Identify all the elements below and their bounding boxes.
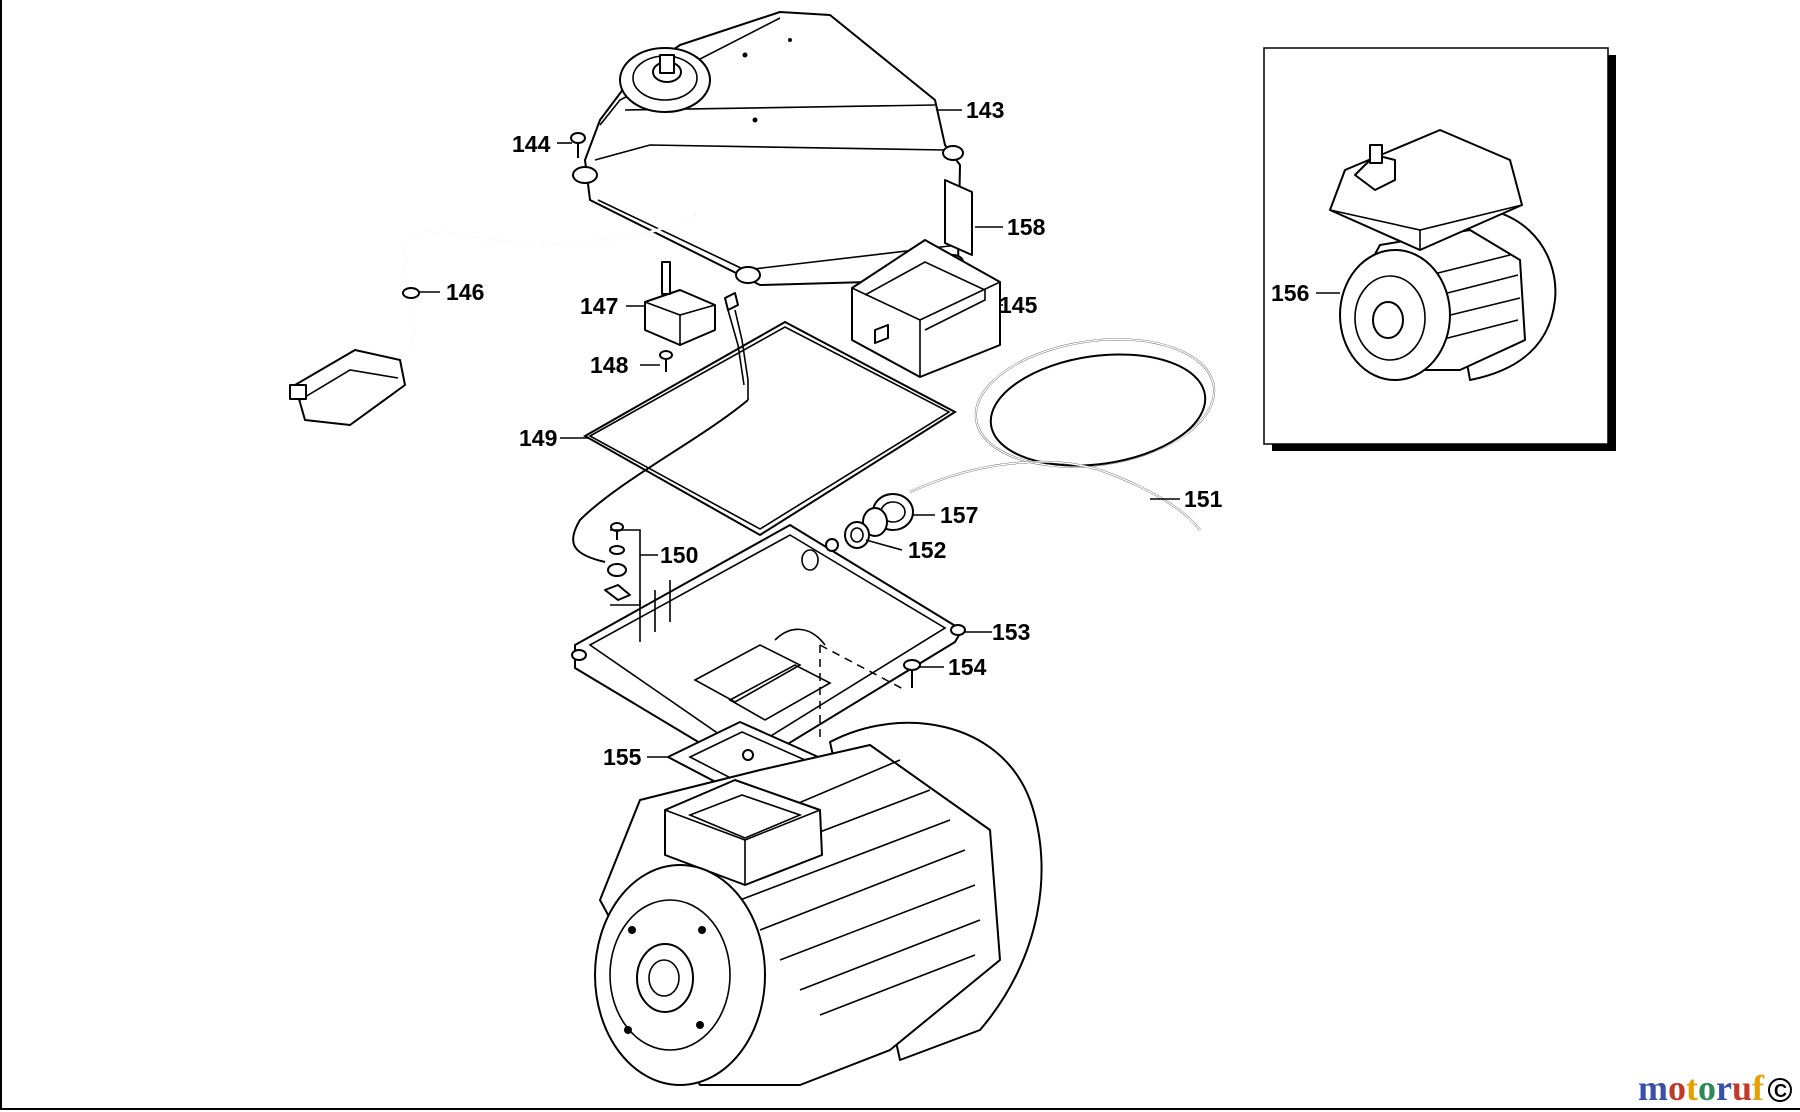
label-145: 145 [999, 292, 1038, 318]
label-146: 146 [446, 279, 484, 305]
label-155: 155 [603, 744, 642, 770]
label-156: 156 [1271, 280, 1309, 306]
part-151-power-cable[interactable] [909, 325, 1222, 531]
part-147-thermostat[interactable] [644, 261, 749, 400]
part-148-screw[interactable] [659, 350, 673, 372]
part-144-screw[interactable] [570, 132, 586, 158]
motor-body [594, 721, 1043, 1086]
part-158-label-plate[interactable] [944, 179, 973, 256]
part-143-terminal-cover[interactable] [572, 11, 964, 286]
part-157-cable-gland[interactable] [862, 493, 914, 537]
label-152: 152 [908, 537, 946, 563]
part-145-capacitor[interactable] [851, 239, 1001, 378]
part-154-screw[interactable] [819, 644, 921, 740]
part-150-earth-kit[interactable] [572, 399, 749, 606]
copyright-c: C [1774, 1081, 1787, 1101]
part-152-seal[interactable] [844, 521, 870, 549]
label-153: 153 [992, 619, 1030, 645]
motoruf-watermark: motoruf C [1638, 1068, 1792, 1108]
part-146-cable-switch[interactable] [289, 213, 696, 426]
label-144: 144 [512, 131, 551, 157]
leader-lines [418, 109, 1340, 758]
label-148: 148 [590, 352, 629, 378]
label-149: 149 [519, 425, 557, 451]
part-156-motor-assembly[interactable] [1329, 129, 1557, 381]
label-150: 150 [660, 542, 698, 568]
label-147: 147 [580, 293, 618, 319]
label-143: 143 [966, 97, 1004, 123]
copyright-icon [1768, 1078, 1792, 1102]
part-149-gasket[interactable] [582, 320, 957, 537]
label-151: 151 [1184, 486, 1223, 512]
label-157: 157 [940, 502, 978, 528]
watermark-brand: motoruf [1638, 1068, 1765, 1108]
label-154: 154 [948, 654, 987, 680]
label-158: 158 [1007, 214, 1046, 240]
